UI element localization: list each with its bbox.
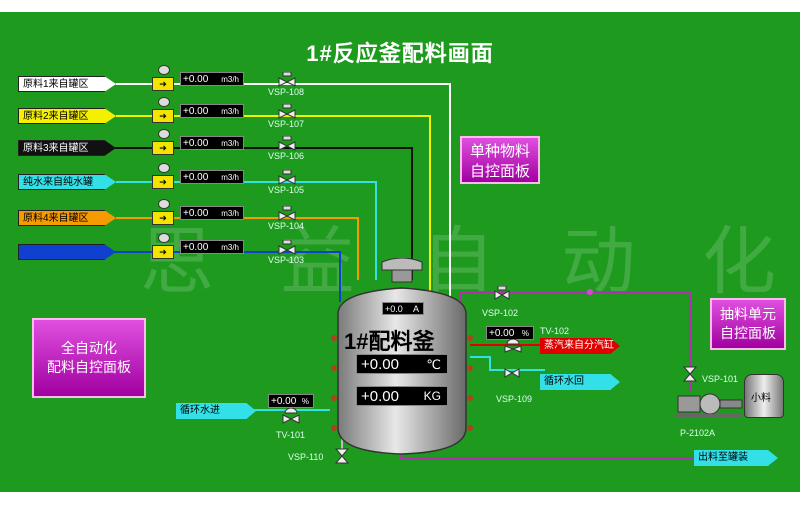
feed-source-tag: 原料1来自罐区 (18, 76, 116, 92)
circulating-water-inlet-tag: 循环水进 (176, 403, 256, 419)
flow-unit: m3/h (221, 209, 239, 218)
tv101-value: +0.00 (271, 396, 297, 407)
flow-display: +0.00 m3/h (180, 240, 244, 254)
flow-value: +0.00 (183, 242, 209, 253)
valve-label: VSP-108 (268, 87, 305, 97)
flow-value: +0.00 (183, 106, 209, 117)
agitator-current-unit: A (412, 304, 419, 314)
tv102-valve-icon[interactable] (504, 339, 522, 353)
flow-display: +0.00 m3/h (180, 206, 244, 220)
valve-label: VSP-107 (268, 119, 305, 129)
flowmeter-icon[interactable]: ➔ (152, 109, 174, 123)
flow-value: +0.00 (183, 74, 209, 85)
vsp110-label: VSP-110 (288, 452, 324, 462)
tv101-position-display: +0.00 % (268, 394, 314, 408)
discharge-tag: 出料至罐装 (694, 450, 778, 466)
feed-source-tag: 原料5来自罐区 (18, 244, 116, 260)
solenoid-valve-icon[interactable] (278, 136, 296, 152)
tank-label: 小料 (751, 393, 771, 404)
weight-value: +0.00 (361, 388, 399, 405)
solenoid-valve-icon[interactable] (278, 72, 296, 88)
temperature-value: +0.00 (361, 356, 399, 373)
reactor-name: 1#配料釜 (344, 329, 435, 354)
flow-unit: m3/h (221, 173, 239, 182)
pressure-gauge-icon (158, 163, 170, 173)
steam-source-tag: 蒸汽来自分汽缸 (540, 338, 620, 354)
flowmeter-icon[interactable]: ➔ (152, 211, 174, 225)
pressure-gauge-icon (158, 199, 170, 209)
solenoid-valve-icon[interactable] (278, 104, 296, 120)
pressure-gauge-icon (158, 129, 170, 139)
flow-display: +0.00 m3/h (180, 170, 244, 184)
circulating-water-return-tag: 循环水回 (540, 374, 620, 390)
flow-unit: m3/h (221, 107, 239, 116)
vsp109-valve-icon[interactable] (504, 367, 520, 379)
flowmeter-icon[interactable]: ➔ (152, 141, 174, 155)
vsp102-valve-icon[interactable] (494, 286, 510, 300)
flowmeter-icon[interactable]: ➔ (152, 245, 174, 259)
solenoid-valve-icon[interactable] (278, 206, 296, 222)
flow-value: +0.00 (183, 208, 209, 219)
vsp109-label: VSP-109 (496, 394, 533, 404)
feed-source-tag: 纯水来自纯水罐 (18, 174, 116, 190)
valve-label: VSP-105 (268, 185, 305, 195)
flow-value: +0.00 (183, 138, 209, 149)
vsp102-label: VSP-102 (482, 308, 519, 318)
vsp101-valve-icon[interactable] (682, 366, 698, 382)
pump-unit-panel-button[interactable]: 抽料单元 自控面板 (710, 298, 786, 350)
pump-icon[interactable] (676, 390, 746, 420)
tv101-unit: % (301, 397, 309, 406)
flow-display: +0.00 m3/h (180, 72, 244, 86)
feed-source-tag: 原料4来自罐区 (18, 210, 116, 226)
pressure-gauge-icon (158, 65, 170, 75)
page-title: 1#反应釜配料画面 (306, 41, 494, 66)
temperature-display: +0.00 ℃ (356, 354, 448, 374)
vsp101-label: VSP-101 (702, 374, 739, 384)
flowmeter-icon[interactable]: ➔ (152, 175, 174, 189)
solenoid-valve-icon[interactable] (278, 240, 296, 256)
tv102-value: +0.00 (489, 328, 515, 339)
flow-unit: m3/h (221, 243, 239, 252)
tv101-valve-icon[interactable] (282, 408, 300, 424)
small-material-tank: 小料 (744, 374, 784, 418)
tv102-position-display: +0.00 % (486, 326, 534, 340)
valve-label: VSP-103 (268, 255, 305, 265)
feed-source-tag: 原料2来自罐区 (18, 108, 116, 124)
temperature-unit: ℃ (426, 357, 441, 372)
weight-unit: KG (423, 389, 441, 403)
agitator-current-value: +0.0 (385, 304, 403, 314)
flow-display: +0.00 m3/h (180, 136, 244, 150)
vsp110-valve-icon[interactable] (334, 448, 350, 464)
weight-display: +0.00 KG (356, 386, 448, 406)
flow-display: +0.00 m3/h (180, 104, 244, 118)
valve-label: VSP-106 (268, 151, 305, 161)
flow-unit: m3/h (221, 75, 239, 84)
pump-label: P-2102A (680, 428, 716, 438)
feed-source-tag: 原料3来自罐区 (18, 140, 116, 156)
solenoid-valve-icon[interactable] (278, 170, 296, 186)
watermark: 思 益 自 动 化 (140, 222, 800, 304)
pressure-gauge-icon (158, 97, 170, 107)
flowmeter-icon[interactable]: ➔ (152, 77, 174, 91)
valve-label: VSP-104 (268, 221, 305, 231)
single-material-panel-button[interactable]: 单种物料 自控面板 (460, 136, 540, 184)
flow-value: +0.00 (183, 172, 209, 183)
full-auto-panel-button[interactable]: 全自动化 配料自控面板 (32, 318, 146, 398)
agitator-current-display: +0.0 A (382, 302, 424, 315)
tv101-label: TV-101 (276, 430, 306, 440)
tv102-unit: % (521, 329, 529, 338)
flow-unit: m3/h (221, 139, 239, 148)
pressure-gauge-icon (158, 233, 170, 243)
tv102-label: TV-102 (540, 326, 570, 336)
